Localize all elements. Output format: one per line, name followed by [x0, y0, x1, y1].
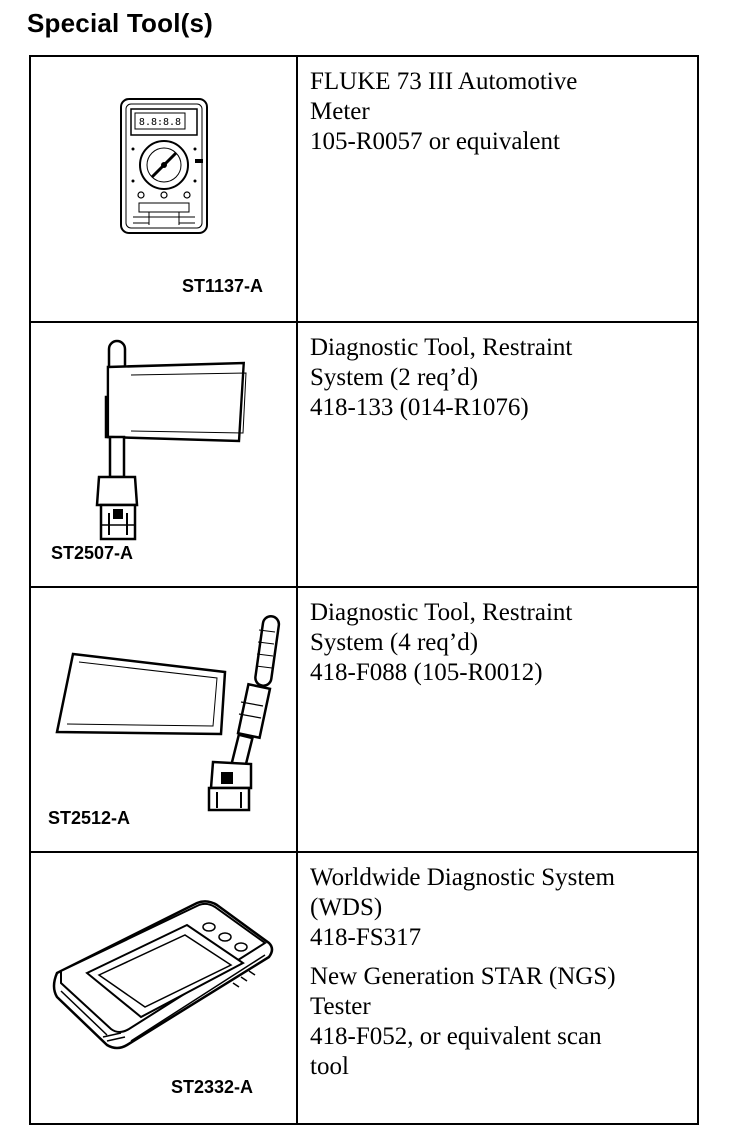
tool-description-cell: Diagnostic Tool, Restraint System (2 req… — [296, 321, 699, 588]
paragraph-gap — [310, 953, 685, 962]
tool-description-line: tool — [310, 1053, 349, 1080]
tool-part-number: 105-R0057 or equivalent — [310, 128, 560, 155]
tool-figure-code: ST2512-A — [48, 808, 131, 828]
diagnostic-tablet-icon — [52, 900, 274, 1050]
table-row: ST2507-A Diagnostic Tool, Restraint Syst… — [29, 321, 699, 588]
meter-display-readout: 8.8:8.8 — [139, 117, 181, 128]
tool-description-line: Diagnostic Tool, Restraint — [310, 599, 573, 626]
table-row: 8.8:8.8 — [29, 55, 699, 323]
page-title: Special Tool(s) — [27, 8, 213, 38]
tool-description-line: New Generation STAR (NGS) — [310, 963, 616, 990]
tool-description-cell: FLUKE 73 III Automotive Meter 105-R0057 … — [296, 55, 699, 323]
tool-figure-code: ST2332-A — [171, 1077, 254, 1097]
tool-illustration-cell: ST2507-A — [29, 321, 298, 588]
tool-description-line: Tester — [310, 993, 371, 1020]
tool-description-cell: Worldwide Diagnostic System (WDS) 418-FS… — [296, 851, 699, 1125]
tool-figure-code: ST1137-A — [182, 276, 264, 296]
tool-description-cell: Diagnostic Tool, Restraint System (4 req… — [296, 586, 699, 853]
tool-description-line: FLUKE 73 III Automotive — [310, 68, 578, 95]
tool-description-line: System (4 req’d) — [310, 629, 479, 656]
tool-part-number: 418-F052, or equivalent scan — [310, 1023, 602, 1050]
tool-description-line: Worldwide Diagnostic System — [310, 864, 615, 891]
restraint-diagnostic-tool-icon — [95, 339, 247, 541]
tool-description-line: System (2 req’d) — [310, 364, 479, 391]
table-row: ST2332-A Worldwide Diagnostic System (WD… — [29, 851, 699, 1125]
restraint-diagnostic-tool-icon — [55, 615, 281, 812]
table-row: ST2512-A Diagnostic Tool, Restraint Syst… — [29, 586, 699, 853]
tool-figure-code: ST2507-A — [51, 543, 134, 563]
tool-illustration-cell: ST2332-A — [29, 851, 298, 1125]
tool-description-line: Meter — [310, 98, 370, 125]
tool-description-line: (WDS) — [310, 894, 383, 921]
multimeter-icon: 8.8:8.8 — [120, 98, 208, 234]
tool-illustration-cell: ST2512-A — [29, 586, 298, 853]
tool-part-number: 418-F088 (105-R0012) — [310, 659, 543, 686]
tool-part-number: 418-133 (014-R1076) — [310, 394, 529, 421]
special-tools-table: 8.8:8.8 — [29, 55, 699, 1125]
tool-description-line: Diagnostic Tool, Restraint — [310, 334, 573, 361]
tool-part-number: 418-FS317 — [310, 924, 422, 951]
tool-illustration-cell: 8.8:8.8 — [29, 55, 298, 323]
